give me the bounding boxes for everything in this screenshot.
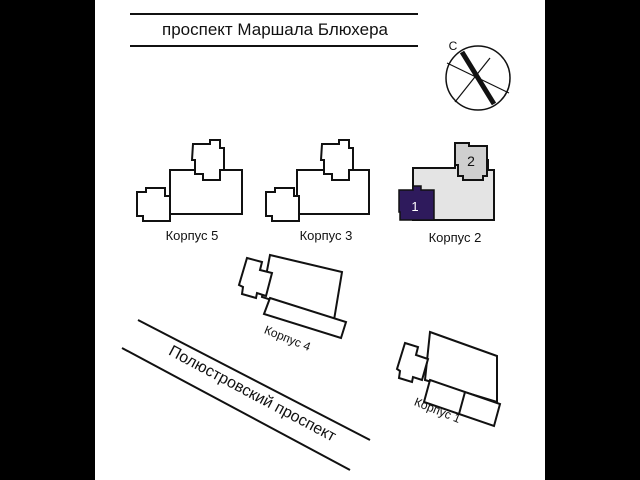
compass-north-label: С [449, 39, 458, 53]
building-korpus-3[interactable] [265, 139, 370, 222]
compass-icon: С [445, 39, 511, 111]
korpus-3-label: Корпус 3 [300, 228, 353, 243]
site-plan: проспект Маршала Блюхера С Корпус 5 Корп… [95, 0, 545, 480]
street-label-polyustrovsky: Полюстровский проспект [166, 343, 339, 446]
section-1-selected[interactable] [398, 185, 435, 221]
section-2-label: 2 [467, 153, 475, 169]
building-korpus-4[interactable] [237, 253, 348, 340]
korpus-5-label: Корпус 5 [166, 228, 219, 243]
street-label-blyukhera: проспект Маршала Блюхера [162, 20, 389, 39]
section-2[interactable] [454, 142, 488, 181]
building-korpus-2[interactable]: 2 1 [398, 142, 495, 221]
korpus-2-label: Корпус 2 [429, 230, 482, 245]
building-korpus-5[interactable] [136, 139, 243, 222]
building-korpus-1[interactable] [395, 330, 502, 428]
street-line-diagonal-upper [137, 319, 371, 441]
section-1-label: 1 [411, 199, 418, 214]
street-line-diagonal-lower [121, 347, 351, 471]
